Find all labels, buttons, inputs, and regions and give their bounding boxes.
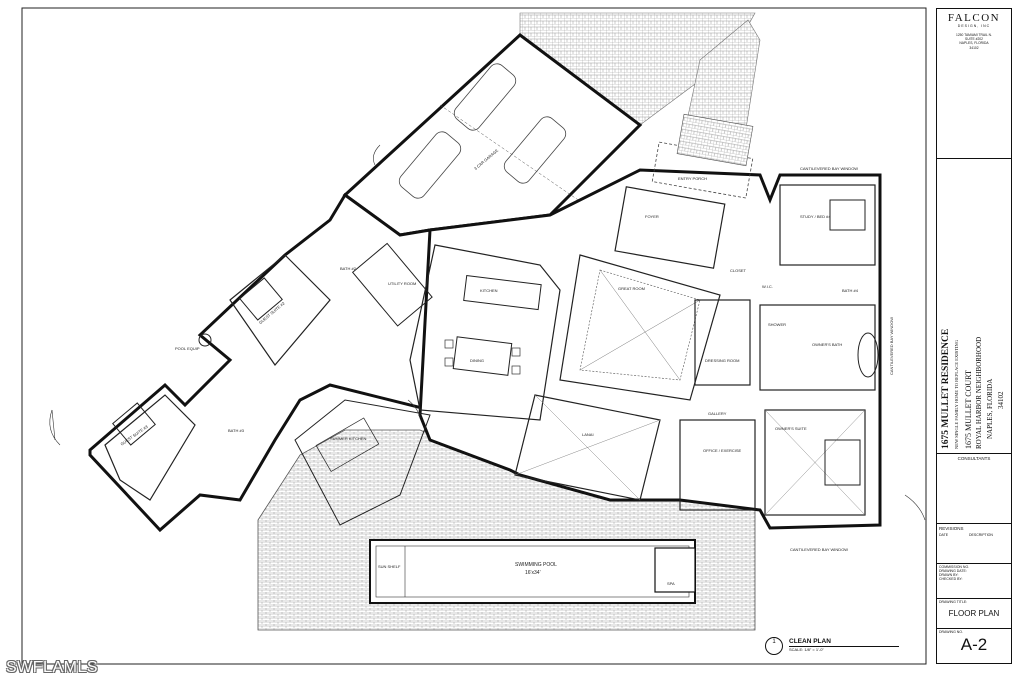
label-great-room: GREAT ROOM (618, 286, 645, 291)
checked-by-label: CHECKED BY: (939, 577, 963, 581)
label-dressing: DRESSING ROOM (705, 358, 739, 363)
consultants-label: CONSULTANTS (957, 456, 991, 461)
label-entry-porch: ENTRY PORCH (678, 176, 707, 181)
project-zip: 34102 (997, 391, 1005, 410)
spa (654, 547, 696, 593)
label-kitchen: KITCHEN (480, 288, 498, 293)
label-closet: CLOSET (730, 268, 747, 273)
caption-underline (789, 646, 899, 647)
drawing-title-cell: DRAWING TITLE: FLOOR PLAN (937, 599, 1011, 629)
label-owners-bath: OWNER'S BATH (812, 342, 842, 347)
label-study: STUDY / BED #4 (800, 214, 831, 219)
rev-desc-label: DESCRIPTION (969, 533, 993, 537)
firm-address1: 1250 TAMIAMI TRAIL N. (956, 33, 992, 37)
label-cantilever-side: CANTILEVERED BAY WINDOW (889, 317, 894, 375)
label-pool: SWIMMING POOL (515, 562, 557, 568)
guest-bed3 (112, 402, 156, 446)
label-utility: UTILITY ROOM (388, 281, 416, 286)
drawn-by-label: DRAWN BY: (939, 573, 959, 577)
dressing-room-box (694, 299, 751, 386)
owners-bath-room (759, 304, 876, 391)
label-wic: W.I.C. (762, 284, 773, 289)
foyer-room (614, 186, 726, 269)
swimming-pool (369, 539, 696, 604)
pool-equip-circle (198, 333, 212, 347)
project-cell: 1675 MULLET RESIDENCE NEW SINGLE FAMILY … (937, 229, 1011, 454)
revisions-label: REVISIONS (939, 526, 964, 531)
caption-scale: SCALE: 1/8" = 1'-0" (789, 647, 824, 652)
project-sub: NEW SINGLE FAMILY HOME TO REPLACE EXISTI… (954, 339, 959, 449)
project-city: NAPLES, FLORIDA (986, 378, 994, 439)
guest-bed2 (239, 277, 283, 321)
firm-address2: SUITE #202 (965, 37, 983, 42)
rev-date-label: DATE (939, 533, 949, 537)
label-gallery: GALLERY (708, 411, 727, 416)
label-foyer: FOYER (645, 214, 659, 219)
watermark: SWFLAMLS (6, 659, 99, 676)
sheet-border (21, 7, 927, 665)
study-room (779, 184, 876, 266)
commission-cell: COMMISSION NO. DRAWING DATE: DRAWN BY: C… (937, 564, 1011, 599)
kitchen-dining (409, 244, 561, 421)
caption-title: CLEAN PLAN (789, 638, 831, 645)
caption-number: 1 (772, 639, 776, 645)
label-owners-suite: OWNER'S SUITE (775, 426, 807, 431)
firm-name: FALCON (947, 12, 1001, 24)
label-cantilever-top: CANTILEVERED BAY WINDOW (800, 166, 858, 171)
door-swings (49, 144, 926, 521)
firm-address3: NAPLES, FLORIDA (959, 41, 989, 46)
drawing-no-cell: DRAWING NO. A-2 (937, 629, 1011, 663)
firm-address4: 34102 (969, 45, 979, 50)
owners-bed (824, 439, 861, 486)
guest-suite3-room (104, 394, 196, 501)
revisions-cell: REVISIONS DATE DESCRIPTION (937, 524, 1011, 564)
office-room (679, 419, 756, 511)
project-street: 1675 MULLET COURT (964, 370, 973, 449)
project-name: 1675 MULLET RESIDENCE (941, 328, 951, 449)
owners-suite-room (764, 409, 866, 516)
label-shower: SHOWER (768, 322, 786, 327)
drawing-title: FLOOR PLAN (948, 609, 1000, 618)
label-pool-size: 16'x34' (525, 570, 541, 576)
label-sun-shelf: SUN SHELF (378, 564, 401, 569)
firm-sub: DESIGN, INC (957, 24, 991, 28)
study-bed (829, 199, 866, 231)
project-neighborhood: ROYAL HARBOR NEIGHBORHOOD (975, 336, 983, 449)
bathtub (857, 332, 879, 378)
label-summer-kitchen: SUMMER KITCHEN (330, 436, 367, 441)
dining-table (452, 336, 513, 376)
label-cantilever-bottom: CANTILEVERED BAY WINDOW (790, 547, 848, 552)
guest-suite2-room (229, 254, 331, 366)
drawing-title-label: DRAWING TITLE: (939, 600, 968, 604)
consultants-cell: CONSULTANTS (937, 454, 1011, 524)
label-spa: SPA (667, 581, 675, 586)
drawing-no-label: DRAWING NO. (939, 630, 963, 634)
label-bath4: BATH #4 (842, 288, 859, 293)
commission-label: COMMISSION NO. (939, 565, 970, 569)
summer-kitchen-area (294, 399, 431, 526)
label-office: OFFICE / EXERCISE (703, 448, 742, 453)
great-room (559, 254, 721, 401)
label-bath2: BATH #2 (340, 266, 357, 271)
label-lanai: LANAI (582, 432, 594, 437)
caption-bubble: 1 (765, 637, 783, 655)
label-bath3: BATH #3 (228, 428, 245, 433)
drawing-date-label: DRAWING DATE: (939, 569, 967, 573)
label-dining: DINING (470, 358, 484, 363)
car-outlines (398, 63, 567, 199)
drawing-number: A-2 (960, 635, 988, 654)
title-block: FALCON DESIGN, INC 1250 TAMIAMI TRAIL N.… (936, 8, 1012, 664)
dining-chairs (444, 339, 521, 375)
utility-room-box (351, 242, 433, 327)
firm-cell: FALCON DESIGN, INC 1250 TAMIAMI TRAIL N.… (937, 9, 1011, 159)
kitchen-island (463, 275, 542, 311)
label-pool-equip: POOL EQUIP (175, 346, 200, 351)
